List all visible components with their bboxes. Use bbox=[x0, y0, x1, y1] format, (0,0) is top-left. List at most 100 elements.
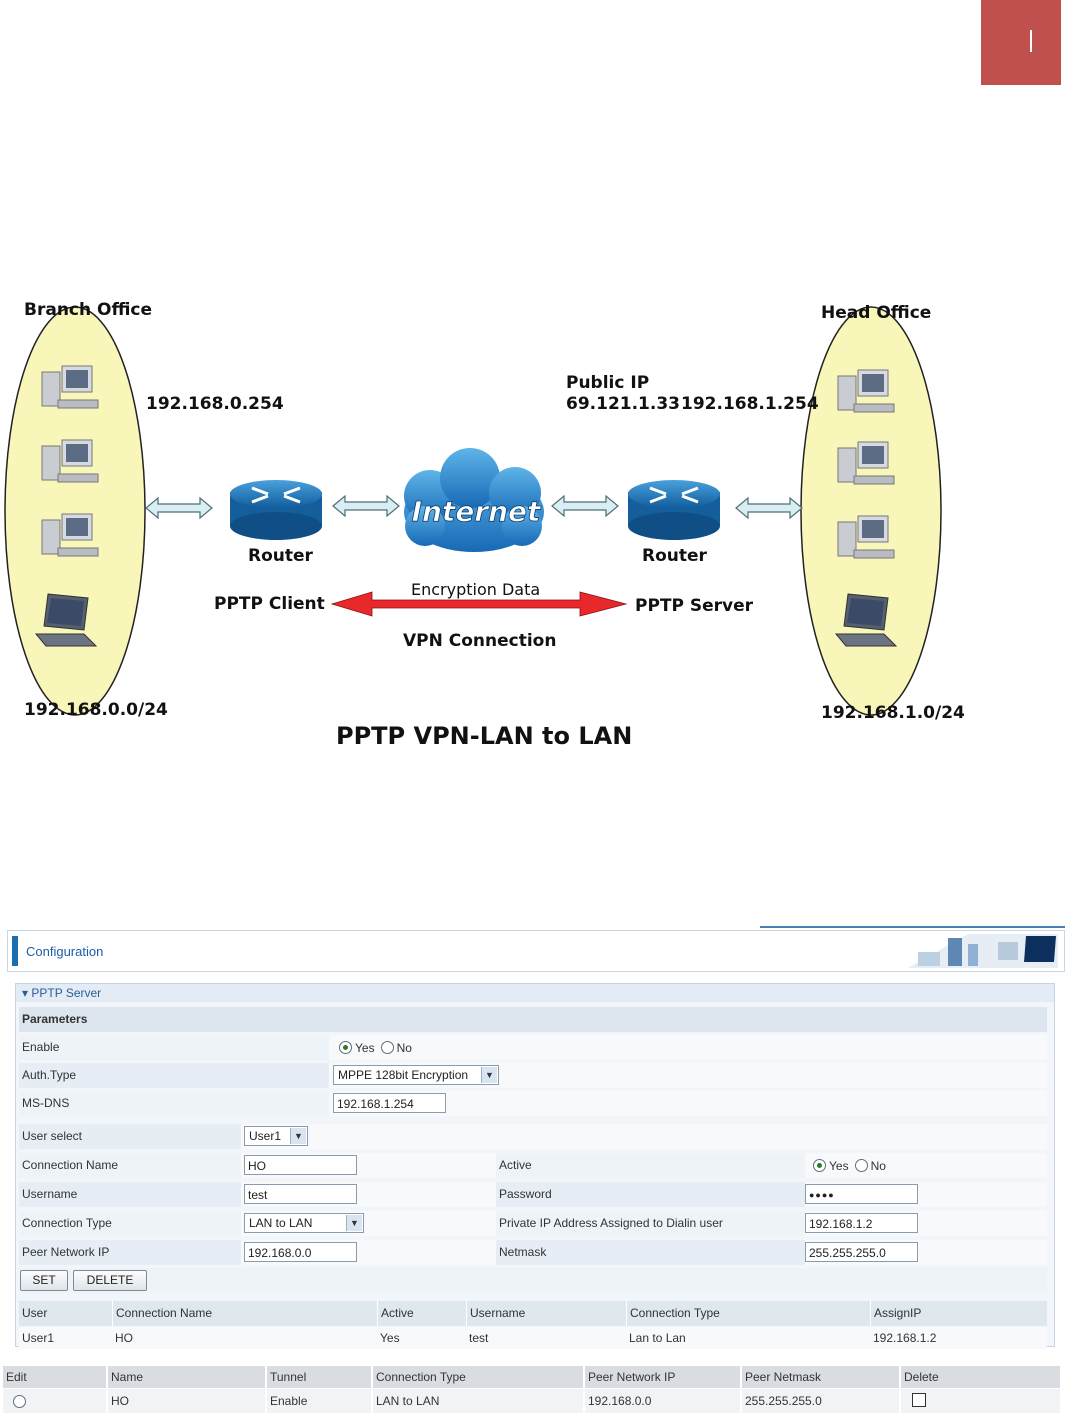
auth-type-select[interactable]: MPPE 128bit Encryption▼ bbox=[333, 1065, 499, 1085]
branch-gateway-ip: 192.168.0.254 bbox=[146, 394, 284, 414]
name-col-header: Name bbox=[108, 1366, 267, 1388]
chevron-down-icon: ▼ bbox=[346, 1215, 362, 1231]
connection-name-col-header: Connection Name bbox=[112, 1301, 376, 1326]
connection-type-cell: LAN to LAN bbox=[373, 1389, 585, 1413]
edit-col-header: Edit bbox=[3, 1366, 108, 1388]
ms-dns-label: MS-DNS bbox=[22, 1096, 70, 1110]
private-ip-input[interactable]: 192.168.1.2 bbox=[805, 1213, 918, 1233]
auth-type-label: Auth.Type bbox=[22, 1068, 77, 1082]
active-yes-label: Yes bbox=[829, 1159, 849, 1173]
pptp-server-toggle[interactable]: ▾ PPTP Server bbox=[16, 984, 1054, 1002]
router-left-label: Router bbox=[248, 546, 314, 566]
user-select-label: User select bbox=[22, 1129, 83, 1143]
internet-label: Internet bbox=[412, 495, 542, 528]
configuration-panel: Configuration ▾ PPTP Server Parameters E… bbox=[7, 930, 1065, 1349]
diagram-title: PPTP VPN-LAN to LAN bbox=[336, 722, 632, 750]
edit-radio[interactable] bbox=[13, 1395, 26, 1408]
internet-cloud-icon bbox=[404, 448, 544, 552]
user-table-header: User Connection Name Active Username Con… bbox=[19, 1301, 1047, 1326]
user-select-dropdown[interactable]: User1▼ bbox=[244, 1126, 308, 1146]
enable-yes-label: Yes bbox=[355, 1041, 375, 1055]
password-input[interactable]: ●●●● bbox=[805, 1184, 918, 1204]
router-right-label: Router bbox=[642, 546, 708, 566]
chevron-down-icon: ▼ bbox=[481, 1067, 497, 1083]
pptp-client-label: PPTP Client bbox=[214, 594, 325, 614]
assignip-col-header: AssignIP bbox=[870, 1301, 1047, 1326]
head-office-label: Head Office bbox=[821, 303, 931, 323]
delete-cell bbox=[901, 1389, 1060, 1413]
active-no-label: No bbox=[870, 1159, 886, 1173]
parameters-row: Parameters bbox=[19, 1007, 1047, 1032]
public-ip-label: Public IP bbox=[566, 373, 649, 393]
branch-office-ellipse bbox=[4, 306, 146, 716]
branch-subnet-label: 192.168.0.0/24 bbox=[24, 700, 168, 720]
header-accent bbox=[12, 936, 18, 966]
peer-network-row: Peer Network IP 192.168.0.0 Netmask 255.… bbox=[19, 1240, 1047, 1265]
peer-netmask-col-header: Peer Netmask bbox=[742, 1366, 901, 1388]
enable-label: Enable bbox=[22, 1040, 60, 1054]
enable-yes-radio[interactable] bbox=[339, 1041, 352, 1054]
active-no-radio[interactable] bbox=[854, 1159, 868, 1172]
netmask-input[interactable]: 255.255.255.0 bbox=[805, 1242, 918, 1262]
connection-type-select[interactable]: LAN to LAN▼ bbox=[244, 1213, 364, 1233]
ms-dns-row: MS-DNS 192.168.1.254 bbox=[19, 1091, 1047, 1116]
pptp-network-diagram: Branch Office Head Office 192.168.0.254 … bbox=[0, 268, 965, 760]
connection-name-row: Connection Name HO Active Yes No bbox=[19, 1153, 1047, 1178]
assignip-cell: 192.168.1.2 bbox=[873, 1331, 937, 1345]
header-rule bbox=[760, 926, 1065, 928]
tunnel-col-header: Tunnel bbox=[267, 1366, 373, 1388]
header-decoration-icon bbox=[908, 934, 1058, 968]
connection-type-cell: Lan to Lan bbox=[629, 1331, 686, 1345]
connection-name-label: Connection Name bbox=[22, 1158, 119, 1172]
ms-dns-input[interactable]: 192.168.1.254 bbox=[333, 1093, 446, 1113]
configuration-header: Configuration bbox=[7, 930, 1065, 972]
public-ip-value: 69.121.1.33 bbox=[566, 394, 680, 414]
head-gateway-ip: 192.168.1.254 bbox=[681, 394, 819, 414]
page-corner-tab bbox=[981, 0, 1061, 85]
username-input[interactable]: test bbox=[244, 1184, 357, 1204]
peer-network-ip-label: Peer Network IP bbox=[22, 1245, 110, 1259]
delete-col-header: Delete bbox=[901, 1366, 1060, 1388]
connection-type-row: Connection Type LAN to LAN▼ Private IP A… bbox=[19, 1211, 1047, 1236]
set-button[interactable]: SET bbox=[20, 1270, 68, 1291]
action-buttons-row: SET DELETE bbox=[19, 1268, 1047, 1293]
username-col-header: Username bbox=[466, 1301, 626, 1326]
auth-type-row: Auth.Type MPPE 128bit Encryption▼ bbox=[19, 1063, 1047, 1088]
delete-button[interactable]: DELETE bbox=[73, 1270, 147, 1291]
configuration-title: Configuration bbox=[26, 944, 104, 959]
vpn-connection-label: VPN Connection bbox=[403, 631, 556, 651]
user-table-row: User1 HO Yes test Lan to Lan 192.168.1.2 bbox=[19, 1327, 1047, 1349]
pptp-server-label: PPTP Server bbox=[635, 596, 754, 616]
active-yes-radio[interactable] bbox=[813, 1159, 826, 1172]
peer-network-ip-cell: 192.168.0.0 bbox=[585, 1389, 742, 1413]
enable-no-radio[interactable] bbox=[380, 1041, 394, 1054]
corner-tick bbox=[1030, 30, 1032, 52]
parameters-label: Parameters bbox=[22, 1012, 88, 1026]
username-label: Username bbox=[22, 1187, 78, 1201]
username-row: Username test Password ●●●● bbox=[19, 1182, 1047, 1207]
delete-checkbox[interactable] bbox=[912, 1393, 926, 1407]
active-col-header: Active bbox=[377, 1301, 465, 1326]
active-label: Active bbox=[499, 1158, 532, 1172]
peer-network-ip-input[interactable]: 192.168.0.0 bbox=[244, 1242, 357, 1262]
username-cell: test bbox=[469, 1331, 489, 1345]
name-cell: HO bbox=[108, 1389, 267, 1413]
head-office-ellipse bbox=[800, 306, 942, 716]
user-cell: User1 bbox=[22, 1331, 55, 1345]
private-ip-label: Private IP Address Assigned to Dialin us… bbox=[499, 1216, 723, 1230]
connection-name-cell: HO bbox=[115, 1331, 133, 1345]
encryption-data-label: Encryption Data bbox=[411, 580, 540, 599]
connection-type-col-header: Connection Type bbox=[373, 1366, 585, 1388]
enable-row: Enable Yes No bbox=[19, 1035, 1047, 1060]
edit-cell bbox=[3, 1389, 108, 1413]
active-cell: Yes bbox=[380, 1331, 400, 1345]
connection-name-input[interactable]: HO bbox=[244, 1155, 357, 1175]
head-subnet-label: 192.168.1.0/24 bbox=[821, 703, 965, 723]
vpn-tunnel-arrow bbox=[330, 591, 628, 617]
connection-type-label: Connection Type bbox=[22, 1216, 112, 1230]
enable-no-label: No bbox=[396, 1041, 412, 1055]
user-select-row: User select User1▼ bbox=[19, 1124, 1047, 1149]
peer-netmask-cell: 255.255.255.0 bbox=[742, 1389, 901, 1413]
peer-network-ip-col-header: Peer Network IP bbox=[585, 1366, 742, 1388]
